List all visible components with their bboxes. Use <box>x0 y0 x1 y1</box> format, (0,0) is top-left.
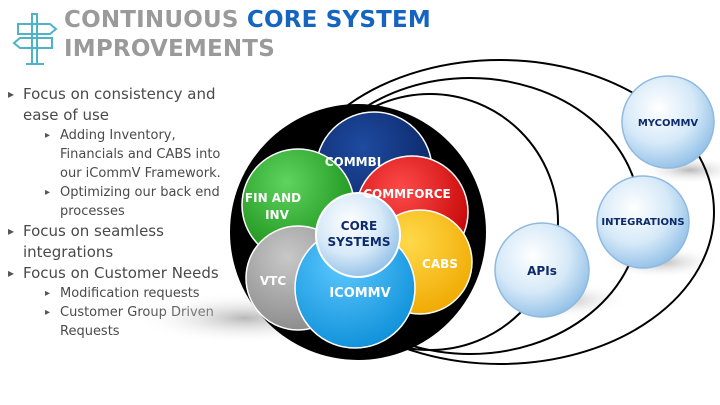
title-accent: CORE SYSTEM <box>246 7 431 33</box>
label-apis: APIs <box>527 264 557 278</box>
bullet-list: Focus on consistency and ease of use Add… <box>8 84 233 341</box>
label-cabs: CABS <box>422 257 458 271</box>
label-commbi: COMMBI <box>325 155 382 169</box>
bubble-apis <box>494 222 590 318</box>
bubble-integrations <box>596 175 690 269</box>
title-part2: IMPROVEMENTS <box>64 36 275 62</box>
label-vtc: VTC <box>260 274 286 288</box>
label-commforce: COMMFORCE <box>363 187 451 201</box>
bubble-mycommv <box>621 75 715 169</box>
bullet-integrations: Focus on seamless integrations <box>8 221 233 263</box>
label-inv: INV <box>265 208 290 222</box>
sub-bullet-adding: Adding Inventory, Financials and CABS in… <box>8 126 233 183</box>
label-integrations: INTEGRATIONS <box>601 217 684 228</box>
page-title: CONTINUOUS CORE SYSTEM IMPROVEMENTS <box>64 6 431 64</box>
label-icommv: ICOMMV <box>329 286 390 301</box>
bullet-customer-needs: Focus on Customer Needs <box>8 263 233 284</box>
sub-bullet-modification: Modification requests <box>8 284 233 303</box>
circle-core-systems <box>315 192 401 278</box>
label-fin-and: FIN AND <box>245 191 301 205</box>
label-mycommv: MYCOMMV <box>638 118 699 129</box>
signpost-icon <box>12 13 58 65</box>
label-core: CORE <box>341 219 377 233</box>
label-systems: SYSTEMS <box>328 235 391 249</box>
bullet-consistency: Focus on consistency and ease of use <box>8 84 233 126</box>
title-part1: CONTINUOUS <box>64 7 247 33</box>
sub-bullet-optimizing: Optimizing our back end processes <box>8 183 233 221</box>
